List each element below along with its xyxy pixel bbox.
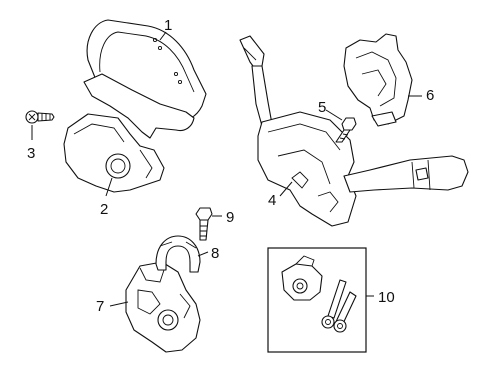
key-1 — [327, 279, 347, 319]
callout-5: 5 — [318, 99, 326, 116]
callout-6: 6 — [426, 87, 434, 104]
callout-8: 8 — [211, 245, 219, 262]
part-10-key-kit — [267, 247, 367, 353]
part-2-lower-cover — [63, 113, 165, 193]
part-8-clamp — [155, 235, 201, 273]
part-5-bolt — [335, 117, 357, 143]
kit-box — [267, 247, 367, 353]
callout-7: 7 — [96, 298, 104, 315]
callout-4: 4 — [268, 192, 276, 209]
callout-10: 10 — [378, 289, 395, 306]
callout-3: 3 — [27, 145, 35, 162]
callout-1: 1 — [164, 17, 172, 34]
callout-9: 9 — [226, 209, 234, 226]
part-4-combination-switch — [239, 35, 469, 227]
callout-2: 2 — [100, 201, 108, 218]
part-7-lock-body — [125, 261, 201, 353]
part-9-bolt — [195, 207, 213, 241]
part-3-screw — [25, 110, 55, 124]
part-1-upper-cover — [83, 19, 207, 139]
part-6-clock-spring — [343, 33, 413, 127]
